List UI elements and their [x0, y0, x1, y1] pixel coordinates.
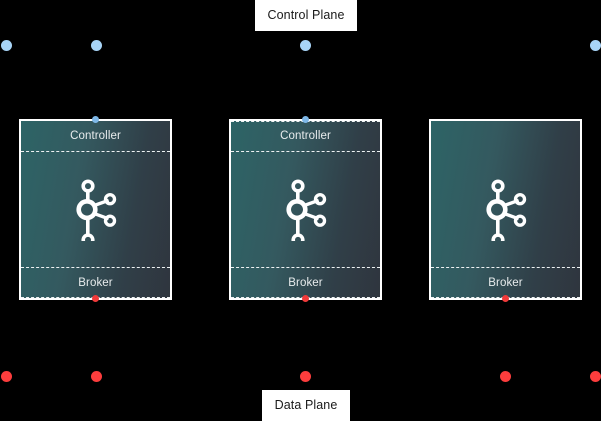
node-2-controller-label: Controller — [280, 130, 331, 142]
node-1-controller-label: Controller — [70, 130, 121, 142]
kafka-node-2[interactable]: Controller Broker — [229, 119, 382, 300]
kafka-node-1[interactable]: Controller Broker — [19, 119, 172, 300]
node-3-broker-label: Broker — [488, 276, 523, 289]
data-plane-endpoint-dot[interactable] — [91, 371, 102, 382]
data-plane-endpoint-dot[interactable] — [500, 371, 511, 382]
node-1-broker-label: Broker — [78, 276, 113, 289]
node-3-data-connector[interactable] — [502, 295, 509, 302]
data-plane-endpoint-dot[interactable] — [300, 371, 311, 382]
node-2-controller-section: Controller — [231, 121, 380, 152]
kafka-logo-icon — [75, 179, 116, 241]
node-2-broker-section: Broker — [231, 267, 380, 298]
control-plane-endpoint-dot[interactable] — [300, 40, 311, 51]
kafka-logo-icon — [485, 179, 526, 241]
control-plane-endpoint-dot[interactable] — [590, 40, 601, 51]
control-plane-endpoint-dot[interactable] — [91, 40, 102, 51]
node-2-data-connector[interactable] — [302, 295, 309, 302]
data-plane-label: Data Plane — [262, 390, 350, 421]
node-1-broker-section: Broker — [21, 267, 170, 298]
node-3-broker-section: Broker — [431, 267, 580, 298]
control-plane-endpoint-dot[interactable] — [1, 40, 12, 51]
node-2-control-connector[interactable] — [302, 116, 309, 123]
kafka-node-3[interactable]: Broker — [429, 119, 582, 300]
node-1-data-connector[interactable] — [92, 295, 99, 302]
data-plane-endpoint-dot[interactable] — [590, 371, 601, 382]
node-2-broker-label: Broker — [288, 276, 323, 289]
node-1-control-connector[interactable] — [92, 116, 99, 123]
control-plane-label: Control Plane — [255, 0, 357, 31]
data-plane-endpoint-dot[interactable] — [1, 371, 12, 382]
kafka-logo-icon — [285, 179, 326, 241]
node-1-controller-section: Controller — [21, 121, 170, 152]
